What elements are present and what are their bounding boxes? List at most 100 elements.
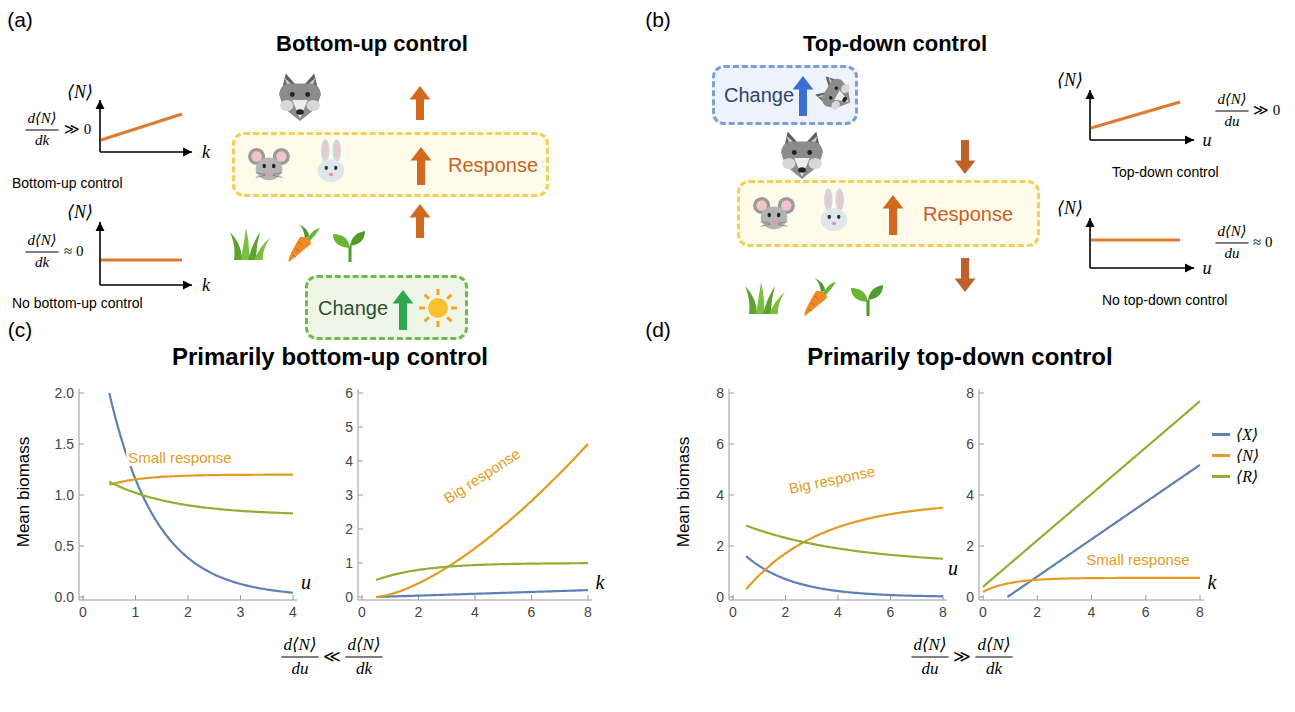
box-label: Response <box>923 203 1013 225</box>
x-tick <box>362 595 363 600</box>
rabbit-part <box>832 222 837 225</box>
tick-label: 1 <box>345 556 353 571</box>
y-tick <box>358 563 363 564</box>
tick-label: 8 <box>939 605 947 620</box>
rabbit-part <box>329 173 334 176</box>
panel-label: (a) <box>7 9 33 31</box>
x-tick <box>588 595 589 600</box>
carrot-part <box>804 291 827 316</box>
fraction-denominator: du <box>1225 114 1240 130</box>
line-chart <box>729 389 947 600</box>
tick-label: 2 <box>716 539 724 554</box>
wolf-part <box>834 86 839 91</box>
sun-part <box>447 295 451 299</box>
fraction-numerator: d⟨N⟩ <box>1217 92 1246 108</box>
sprout-part <box>350 231 365 246</box>
sun-part <box>425 295 429 299</box>
trend-line <box>1091 239 1180 242</box>
grass-part <box>756 282 764 314</box>
fraction-numerator: d⟨N⟩ <box>283 636 316 654</box>
axis-line <box>1090 267 1194 269</box>
axis-label: k <box>1208 572 1217 593</box>
axis-title: Mean biomass <box>15 437 33 548</box>
rabbit-part <box>321 139 330 162</box>
wolf-part <box>792 150 797 155</box>
data-curve <box>983 578 1200 592</box>
grass-icon <box>230 228 270 260</box>
y-tick <box>358 427 363 428</box>
fraction-numerator: d⟨N⟩ <box>27 111 56 127</box>
data-curve <box>746 556 943 596</box>
rabbit-part <box>334 166 337 170</box>
tick-label: 0.0 <box>55 590 74 605</box>
wolf-part <box>292 100 307 119</box>
tick-label: 6 <box>887 605 895 620</box>
axis-label: k <box>202 276 210 295</box>
tick-label: 3 <box>345 488 353 503</box>
rabbit-part <box>318 159 345 182</box>
tick-label: 0 <box>358 605 366 620</box>
axis-label: u <box>948 558 958 579</box>
x-tick <box>293 595 294 600</box>
wolf-part <box>290 92 295 97</box>
line-chart <box>358 389 592 600</box>
data-curve <box>109 475 293 485</box>
mouse-part <box>761 222 788 227</box>
legend-text: ⟨R⟩ <box>1236 467 1258 486</box>
rabbit-part <box>838 192 842 207</box>
sprout-part <box>868 285 883 300</box>
wolf-part <box>798 167 806 173</box>
rabbit-icon <box>318 139 345 182</box>
axis-arrowhead <box>96 222 105 231</box>
y-tick <box>79 393 84 394</box>
y-tick <box>729 444 734 445</box>
grass-part <box>254 238 270 260</box>
tick-label: 2 <box>415 605 423 620</box>
wolf-icon <box>813 72 858 116</box>
y-tick <box>979 393 984 394</box>
y-tick <box>729 393 734 394</box>
fraction-denominator: dk <box>356 660 372 678</box>
rabbit-part <box>828 215 831 219</box>
axis-label: ⟨N⟩ <box>67 203 93 222</box>
rabbit-part <box>335 143 339 158</box>
sprout-part <box>349 246 352 262</box>
panel-title: Bottom-up control <box>276 32 468 55</box>
mouse-icon <box>248 148 290 180</box>
tick-label: 6 <box>716 437 724 452</box>
annotation: Small response <box>126 450 233 466</box>
legend-text: ⟨N⟩ <box>1236 446 1259 465</box>
wolf-part <box>830 99 842 111</box>
rabbit-part <box>332 139 341 162</box>
fraction-numerator: d⟨N⟩ <box>347 636 380 654</box>
x-tick <box>83 595 84 600</box>
axis-label: u <box>1203 131 1212 150</box>
sprout-part <box>333 234 350 248</box>
axis-label: ⟨N⟩ <box>1057 199 1083 218</box>
relation-text: ≈ 0 <box>64 244 83 260</box>
panel-label: (b) <box>645 9 671 31</box>
change-arrow <box>793 76 814 116</box>
x-tick <box>838 595 839 600</box>
tick-label: 5 <box>345 420 353 435</box>
axis-label: k <box>202 143 210 162</box>
mouse-part <box>272 164 275 168</box>
wolf-part <box>807 150 812 155</box>
tick-label: 2.0 <box>55 386 74 401</box>
tick-label: 4 <box>1088 605 1096 620</box>
tick-label: 6 <box>1142 605 1150 620</box>
annotation: Big response <box>439 444 524 507</box>
legend-text: ⟨X⟩ <box>1236 425 1258 444</box>
change-arrow <box>393 290 414 330</box>
fraction-denominator: du <box>292 660 309 678</box>
relation-text: ≫ <box>953 648 971 666</box>
grass-part <box>769 292 785 314</box>
y-tick <box>79 546 84 547</box>
fraction-bar <box>1215 110 1248 111</box>
carrot-part <box>288 237 311 262</box>
sun-part <box>451 307 457 310</box>
box-label: Change <box>724 84 794 106</box>
legend-swatch <box>1212 475 1230 478</box>
data-curve <box>376 563 588 580</box>
